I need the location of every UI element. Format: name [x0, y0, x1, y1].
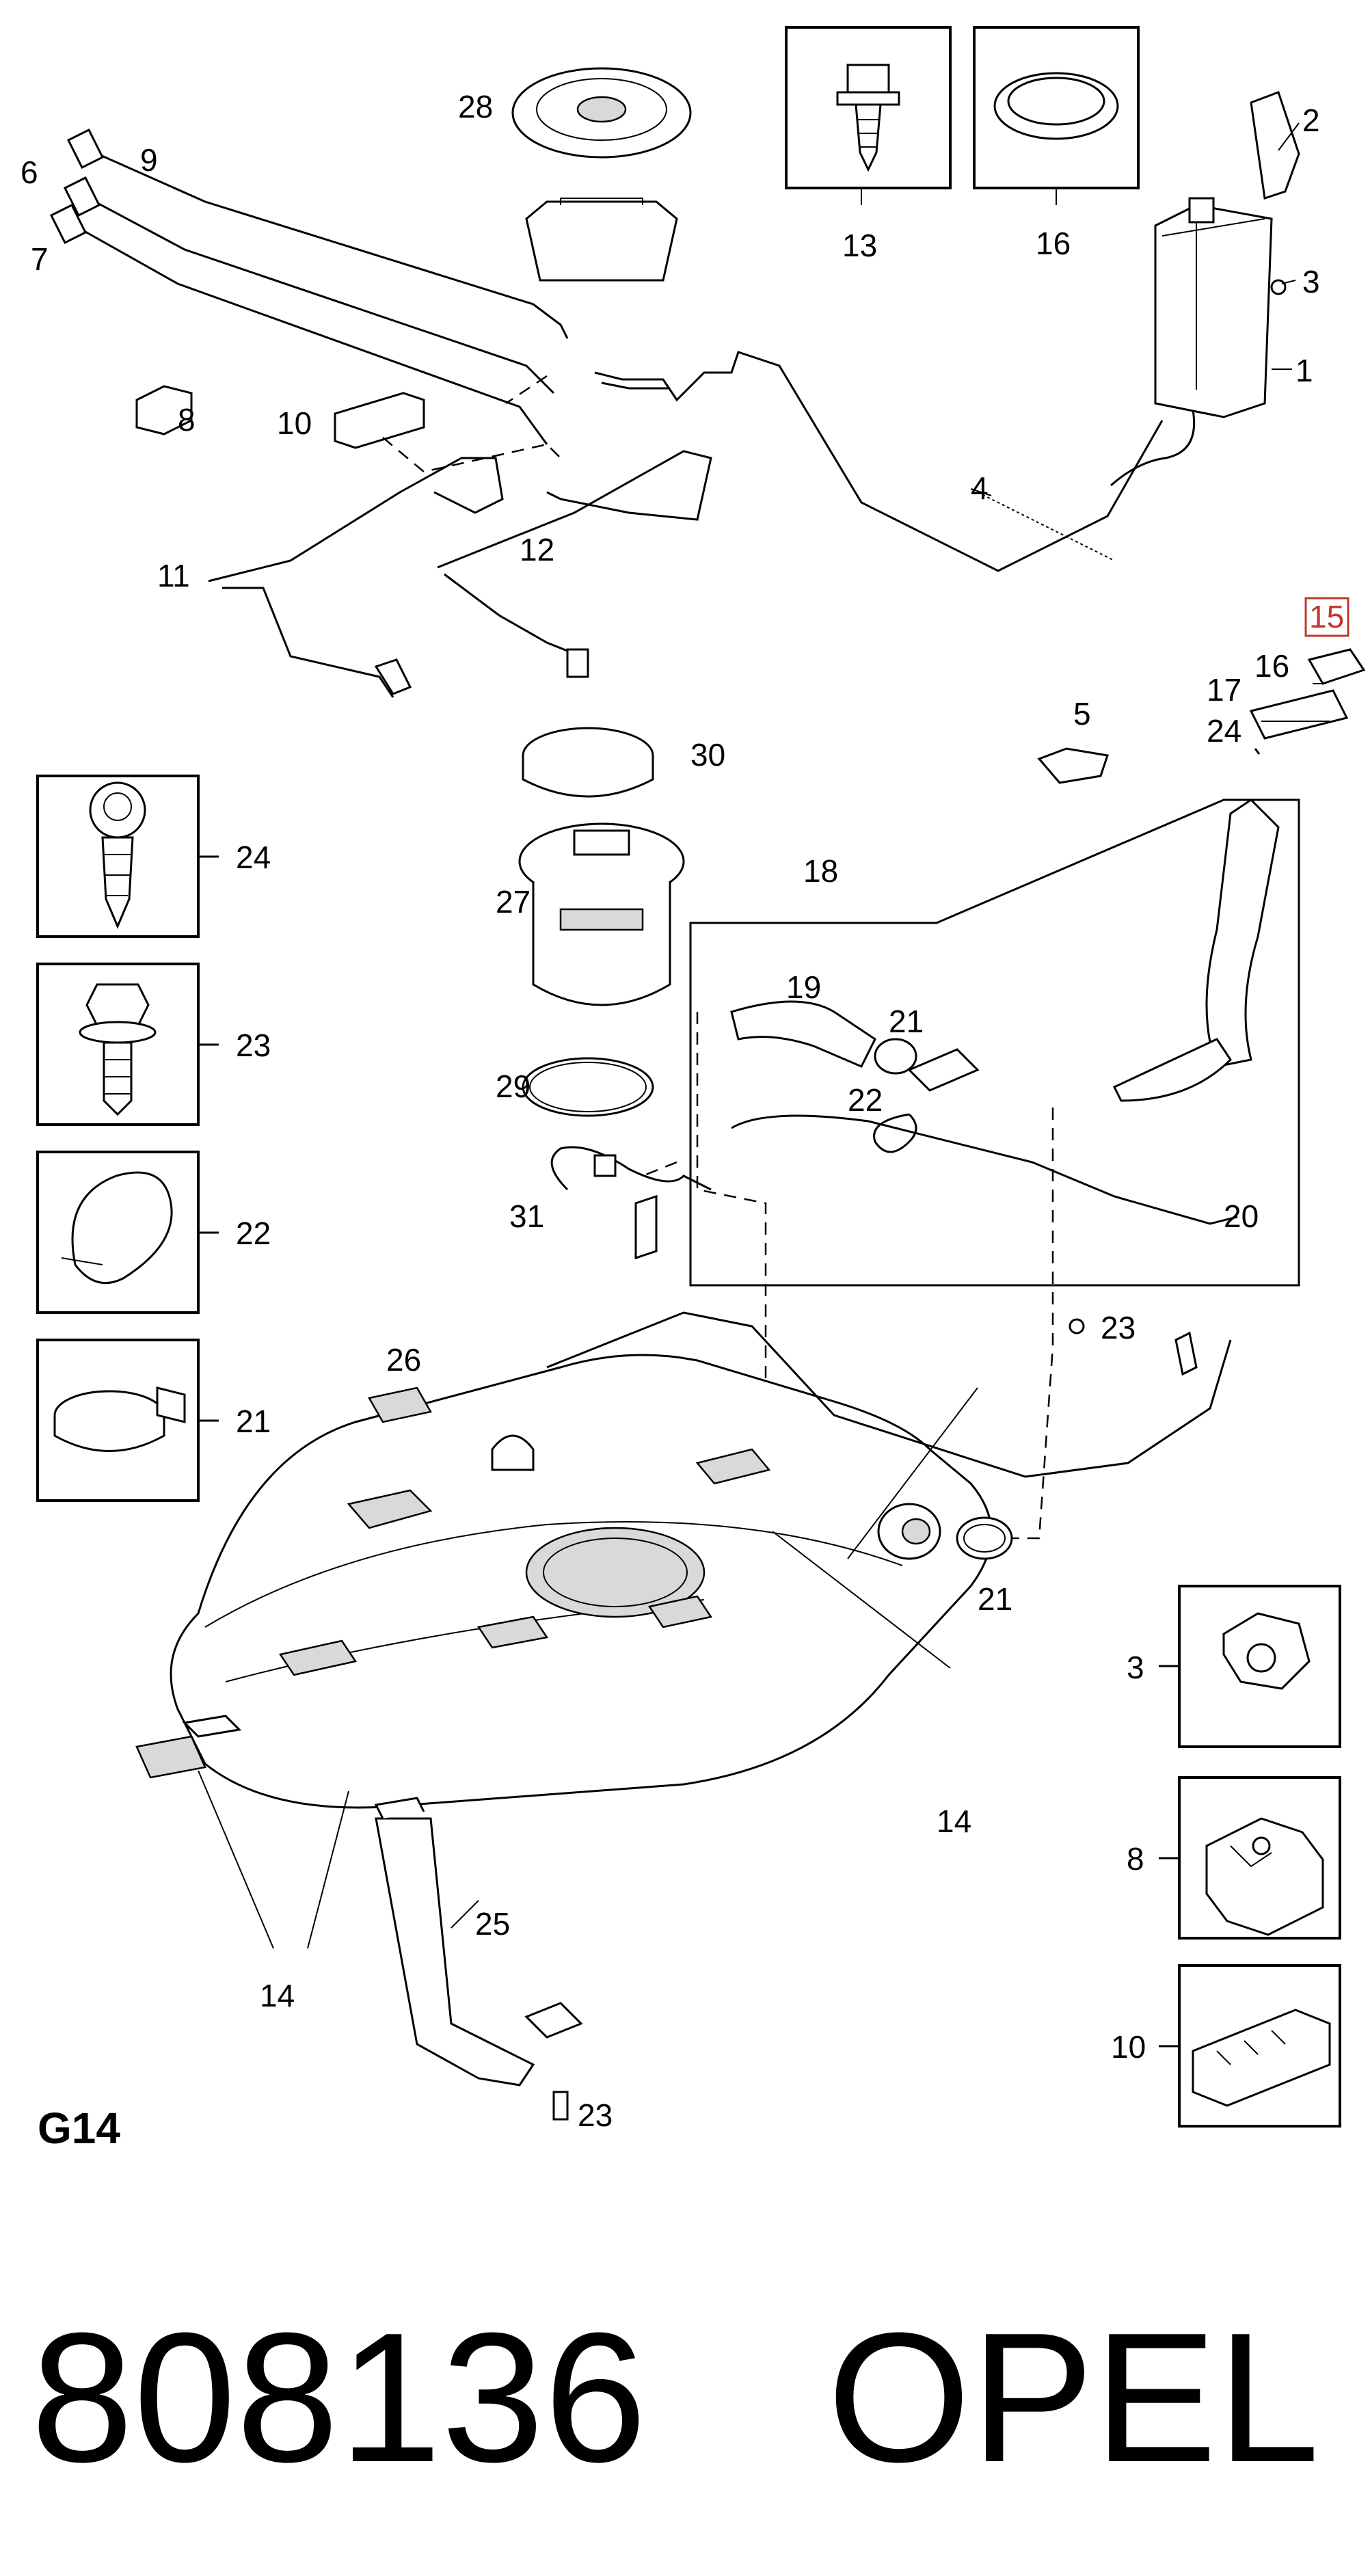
detail-box-3	[1159, 1585, 1341, 1748]
callout-18: 18	[803, 853, 838, 889]
callout-7: 7	[31, 241, 49, 277]
part-25-strap	[374, 1797, 583, 2121]
part-31-sensor	[550, 1146, 712, 1260]
callout-13: 13	[842, 228, 877, 263]
callout-22-filler: 22	[848, 1082, 883, 1118]
diagram-code: G14	[38, 2104, 120, 2153]
detail-box-10	[1159, 1964, 1341, 2128]
callout-9: 9	[140, 142, 158, 178]
part-5-bracket	[1037, 747, 1109, 784]
part-number: 808136	[31, 2295, 647, 2501]
callout-3-box: 3	[1127, 1650, 1144, 1685]
detail-box-22	[36, 1151, 219, 1314]
callout-31: 31	[509, 1198, 544, 1234]
callout-17: 17	[1207, 672, 1241, 708]
callout-12: 12	[520, 532, 554, 567]
detail-box-21	[36, 1339, 219, 1502]
screw-23-small	[1069, 1318, 1085, 1334]
detail-box-13	[785, 26, 952, 189]
brand-name: OPEL	[827, 2295, 1319, 2501]
part-1-canister	[1110, 91, 1300, 487]
clip-10-small	[334, 392, 425, 449]
callout-29: 29	[496, 1069, 530, 1104]
callout-27: 27	[496, 884, 530, 920]
callout-15-highlighted: 15	[1309, 599, 1344, 634]
callout-16-top: 16	[1036, 226, 1071, 261]
callout-14-right: 14	[937, 1803, 971, 1839]
callout-25: 25	[475, 1906, 510, 1942]
callout-20: 20	[1224, 1198, 1259, 1234]
callout-15-frame	[1304, 597, 1349, 637]
part-15-16-17-cap	[1249, 648, 1366, 755]
callout-21-filler: 21	[889, 1004, 924, 1039]
callout-24-right: 24	[1207, 713, 1241, 749]
callout-3-top: 3	[1302, 264, 1320, 299]
fuel-lines-top	[49, 128, 1164, 572]
callout-26: 26	[386, 1342, 421, 1378]
callout-10-small: 10	[277, 405, 312, 441]
part-26-pad	[368, 1386, 432, 1423]
part-14-fuel-tank	[170, 1311, 1232, 1809]
callout-24-left: 24	[236, 840, 271, 875]
detail-box-16	[973, 26, 1140, 189]
callout-14-left: 14	[260, 1978, 295, 2013]
part-30-lock-ring	[522, 727, 654, 798]
callout-labels: 28 13 16 2 3 1 9 6 7 8 10 4 11 12 15 16 …	[21, 89, 1349, 2133]
fuel-lines-11-12	[208, 450, 712, 698]
detail-box-8	[1159, 1776, 1341, 1940]
callout-2: 2	[1302, 103, 1320, 138]
part-29-seal	[522, 1057, 654, 1117]
callout-22-left: 22	[236, 1216, 271, 1251]
callout-28: 28	[458, 89, 493, 124]
callout-16-right: 16	[1254, 648, 1289, 684]
detail-box-24	[36, 775, 219, 938]
callout-11: 11	[157, 558, 190, 593]
callout-30: 30	[690, 737, 725, 773]
callout-8-small: 8	[178, 402, 196, 438]
part-27-fuel-pump	[518, 822, 685, 1006]
part-21-clamp-tank	[956, 1516, 1013, 1560]
pad-under-tank	[135, 1735, 206, 1779]
callout-leaders	[198, 122, 1326, 1949]
callout-21-left: 21	[236, 1404, 271, 1439]
detail-box-23	[36, 963, 219, 1126]
filler-neck-assembly-box	[689, 799, 1300, 1287]
callout-5: 5	[1073, 696, 1091, 732]
callout-21-tank: 21	[978, 1581, 1012, 1617]
callout-23-mid: 23	[1101, 1310, 1136, 1345]
callout-6: 6	[21, 155, 38, 190]
part-28-cover	[511, 67, 692, 282]
callout-1: 1	[1295, 353, 1313, 388]
callout-8-box: 8	[1127, 1841, 1144, 1877]
callout-19: 19	[786, 969, 821, 1005]
callout-23-bottom: 23	[578, 2097, 613, 2133]
callout-10-box: 10	[1111, 2029, 1146, 2065]
callout-4: 4	[971, 470, 989, 506]
callout-23-left: 23	[236, 1028, 271, 1063]
clip-8-small	[135, 385, 193, 435]
